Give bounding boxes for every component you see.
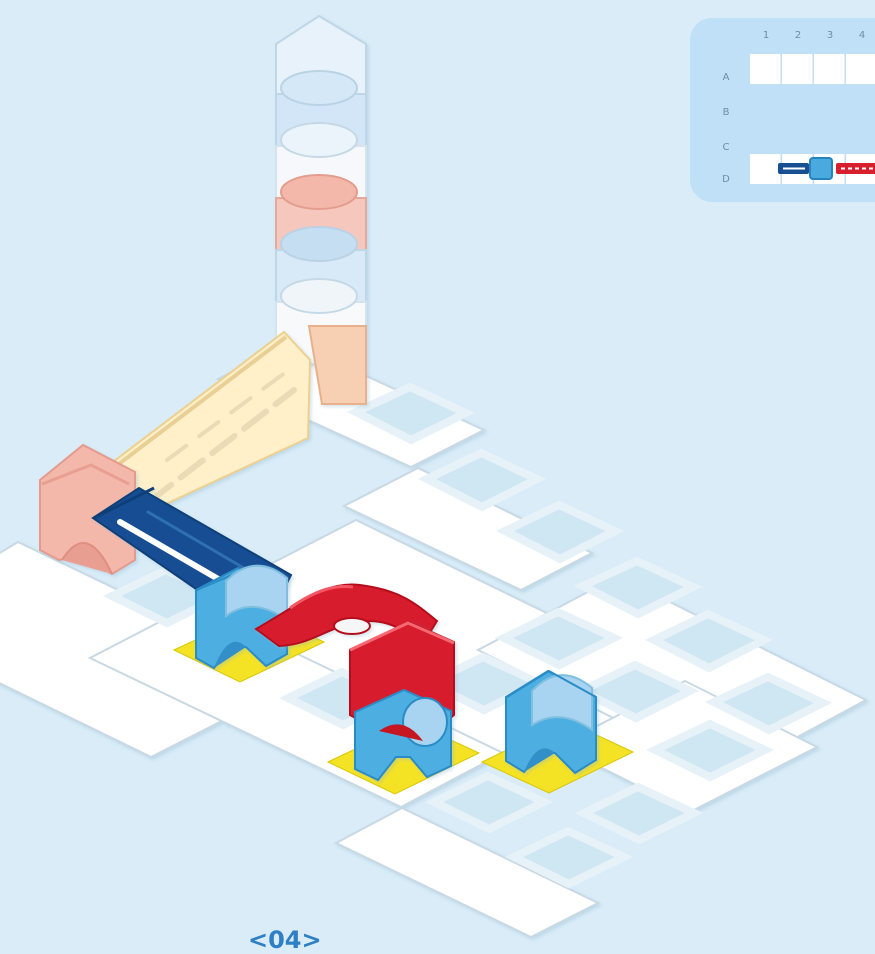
- grid-cell-a4: [846, 54, 875, 84]
- grid-column-3: 3: [814, 30, 846, 41]
- grid-cell-a1: [750, 54, 781, 84]
- center-support-hole: [403, 698, 447, 746]
- tower-cut-5: [281, 279, 357, 313]
- grid-row-d-cells: [750, 154, 875, 184]
- grid-track-icons: [750, 154, 875, 184]
- grid-column-2: 2: [782, 30, 814, 41]
- page-number: <04>: [248, 928, 324, 952]
- grid-column-1: 1: [750, 30, 782, 41]
- center-support: [350, 622, 454, 780]
- grid-row-a: A: [718, 72, 734, 83]
- tower-cut-4: [281, 227, 357, 261]
- grid-column-headers: 1 2 3 4: [750, 30, 875, 48]
- grid-row-c: C: [718, 142, 734, 153]
- grid-row-b: B: [718, 107, 734, 118]
- tower-cut-2: [281, 123, 357, 157]
- tower-cut-top: [281, 71, 357, 105]
- grid-cell-a3: [814, 54, 845, 84]
- blue-support-icon: [810, 158, 832, 179]
- grid-cell-a2: [782, 54, 813, 84]
- tower-cut-3: [281, 175, 357, 209]
- placement-grid-panel: 1 2 3 4 A B C D: [690, 18, 875, 202]
- grid-column-4: 4: [846, 30, 875, 41]
- grid-row-a-cells: [750, 54, 875, 84]
- grid-row-d: D: [718, 174, 734, 185]
